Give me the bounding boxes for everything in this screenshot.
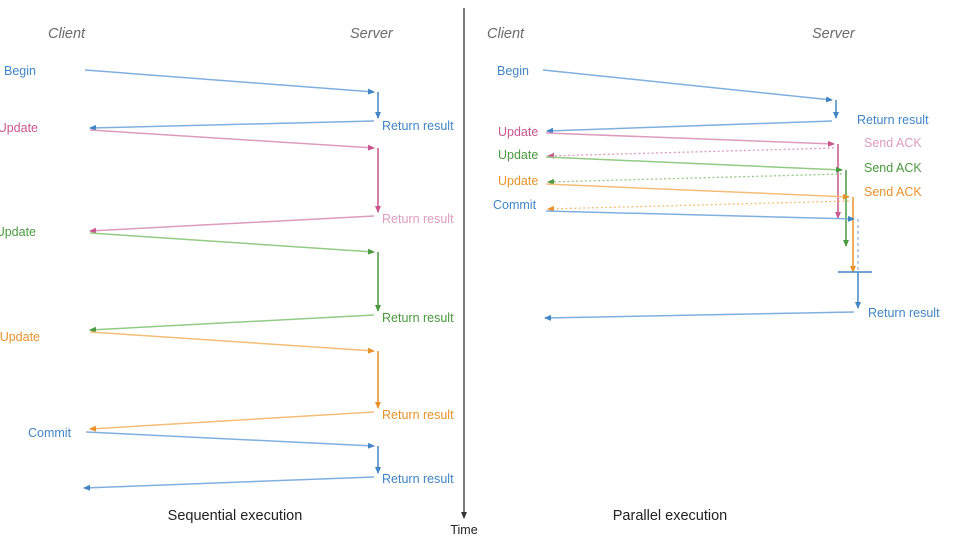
arrow-commit-request-parallel (545, 210, 855, 222)
label-begin-parallel: Begin (497, 64, 529, 78)
label-update2-parallel: Update (498, 148, 538, 162)
label-update2: Update (0, 225, 36, 239)
arrow-update1-return (89, 215, 375, 234)
arrow-begin-return-parallel (546, 120, 833, 134)
arrow-update2-return (89, 314, 375, 333)
header-server-parallel: Server (812, 26, 856, 42)
label-return-result-commit: Return result (382, 472, 454, 486)
panel-sequential: Client Server Begin Return result Update… (0, 26, 454, 524)
message-update2-parallel: Update Send ACK (498, 148, 922, 247)
message-update3-sequential: Update Return result (0, 330, 454, 432)
label-update1-parallel: Update (498, 125, 538, 139)
message-update2-sequential: Update Return result (0, 225, 454, 333)
message-begin-parallel: Begin Return result (497, 64, 929, 134)
label-commit: Commit (28, 426, 72, 440)
label-send-ack-2: Send ACK (864, 161, 922, 175)
header-server-sequential: Server (350, 26, 394, 42)
label-return-result-begin: Return result (382, 119, 454, 133)
caption-sequential: Sequential execution (168, 508, 303, 524)
caption-parallel: Parallel execution (613, 508, 727, 524)
label-return-result-update2: Return result (382, 311, 454, 325)
time-axis-label: Time (450, 523, 477, 537)
header-client-sequential: Client (48, 26, 86, 42)
label-begin: Begin (4, 64, 36, 78)
arrow-commit-return-parallel (544, 311, 855, 321)
arrow-update2-request-parallel (545, 156, 843, 173)
arrow-update1-request-parallel (545, 132, 835, 147)
arrow-update3-return (89, 411, 375, 432)
label-update3: Update (0, 330, 40, 344)
message-commit-sequential: Commit Return result (28, 426, 454, 491)
arrow-update3-request (89, 331, 375, 354)
arrow-begin-request (84, 69, 375, 95)
message-update1-parallel: Update Send ACK (498, 125, 922, 219)
arrow-update1-ack-parallel (547, 147, 835, 159)
label-return-result-commit-parallel: Return result (868, 306, 940, 320)
header-client-parallel: Client (487, 26, 525, 42)
arrow-commit-request (85, 431, 375, 449)
message-update3-parallel: Update Send ACK (498, 174, 922, 273)
arrow-update3-ack-parallel (547, 200, 850, 212)
label-update3-parallel: Update (498, 174, 538, 188)
label-return-result-update3: Return result (382, 408, 454, 422)
message-update1-sequential: Update Return result (0, 121, 454, 234)
message-commit-parallel: Commit Return result (493, 198, 940, 321)
arrow-update3-request-parallel (545, 183, 850, 200)
label-send-ack-1: Send ACK (864, 136, 922, 150)
arrow-update1-request (89, 129, 375, 151)
arrow-update2-ack-parallel (547, 173, 843, 185)
label-return-result-begin-parallel: Return result (857, 113, 929, 127)
arrow-update2-request (89, 232, 375, 255)
arrow-commit-return (83, 476, 375, 491)
label-commit-parallel: Commit (493, 198, 537, 212)
label-return-result-update1: Return result (382, 212, 454, 226)
arrow-begin-return (89, 120, 375, 131)
time-axis: Time (450, 8, 478, 537)
message-begin-sequential: Begin Return result (4, 64, 454, 133)
label-update1: Update (0, 121, 38, 135)
panel-parallel: Client Server Begin Return result Update… (487, 26, 940, 524)
arrow-begin-request-parallel (542, 69, 833, 103)
label-send-ack-3: Send ACK (864, 185, 922, 199)
